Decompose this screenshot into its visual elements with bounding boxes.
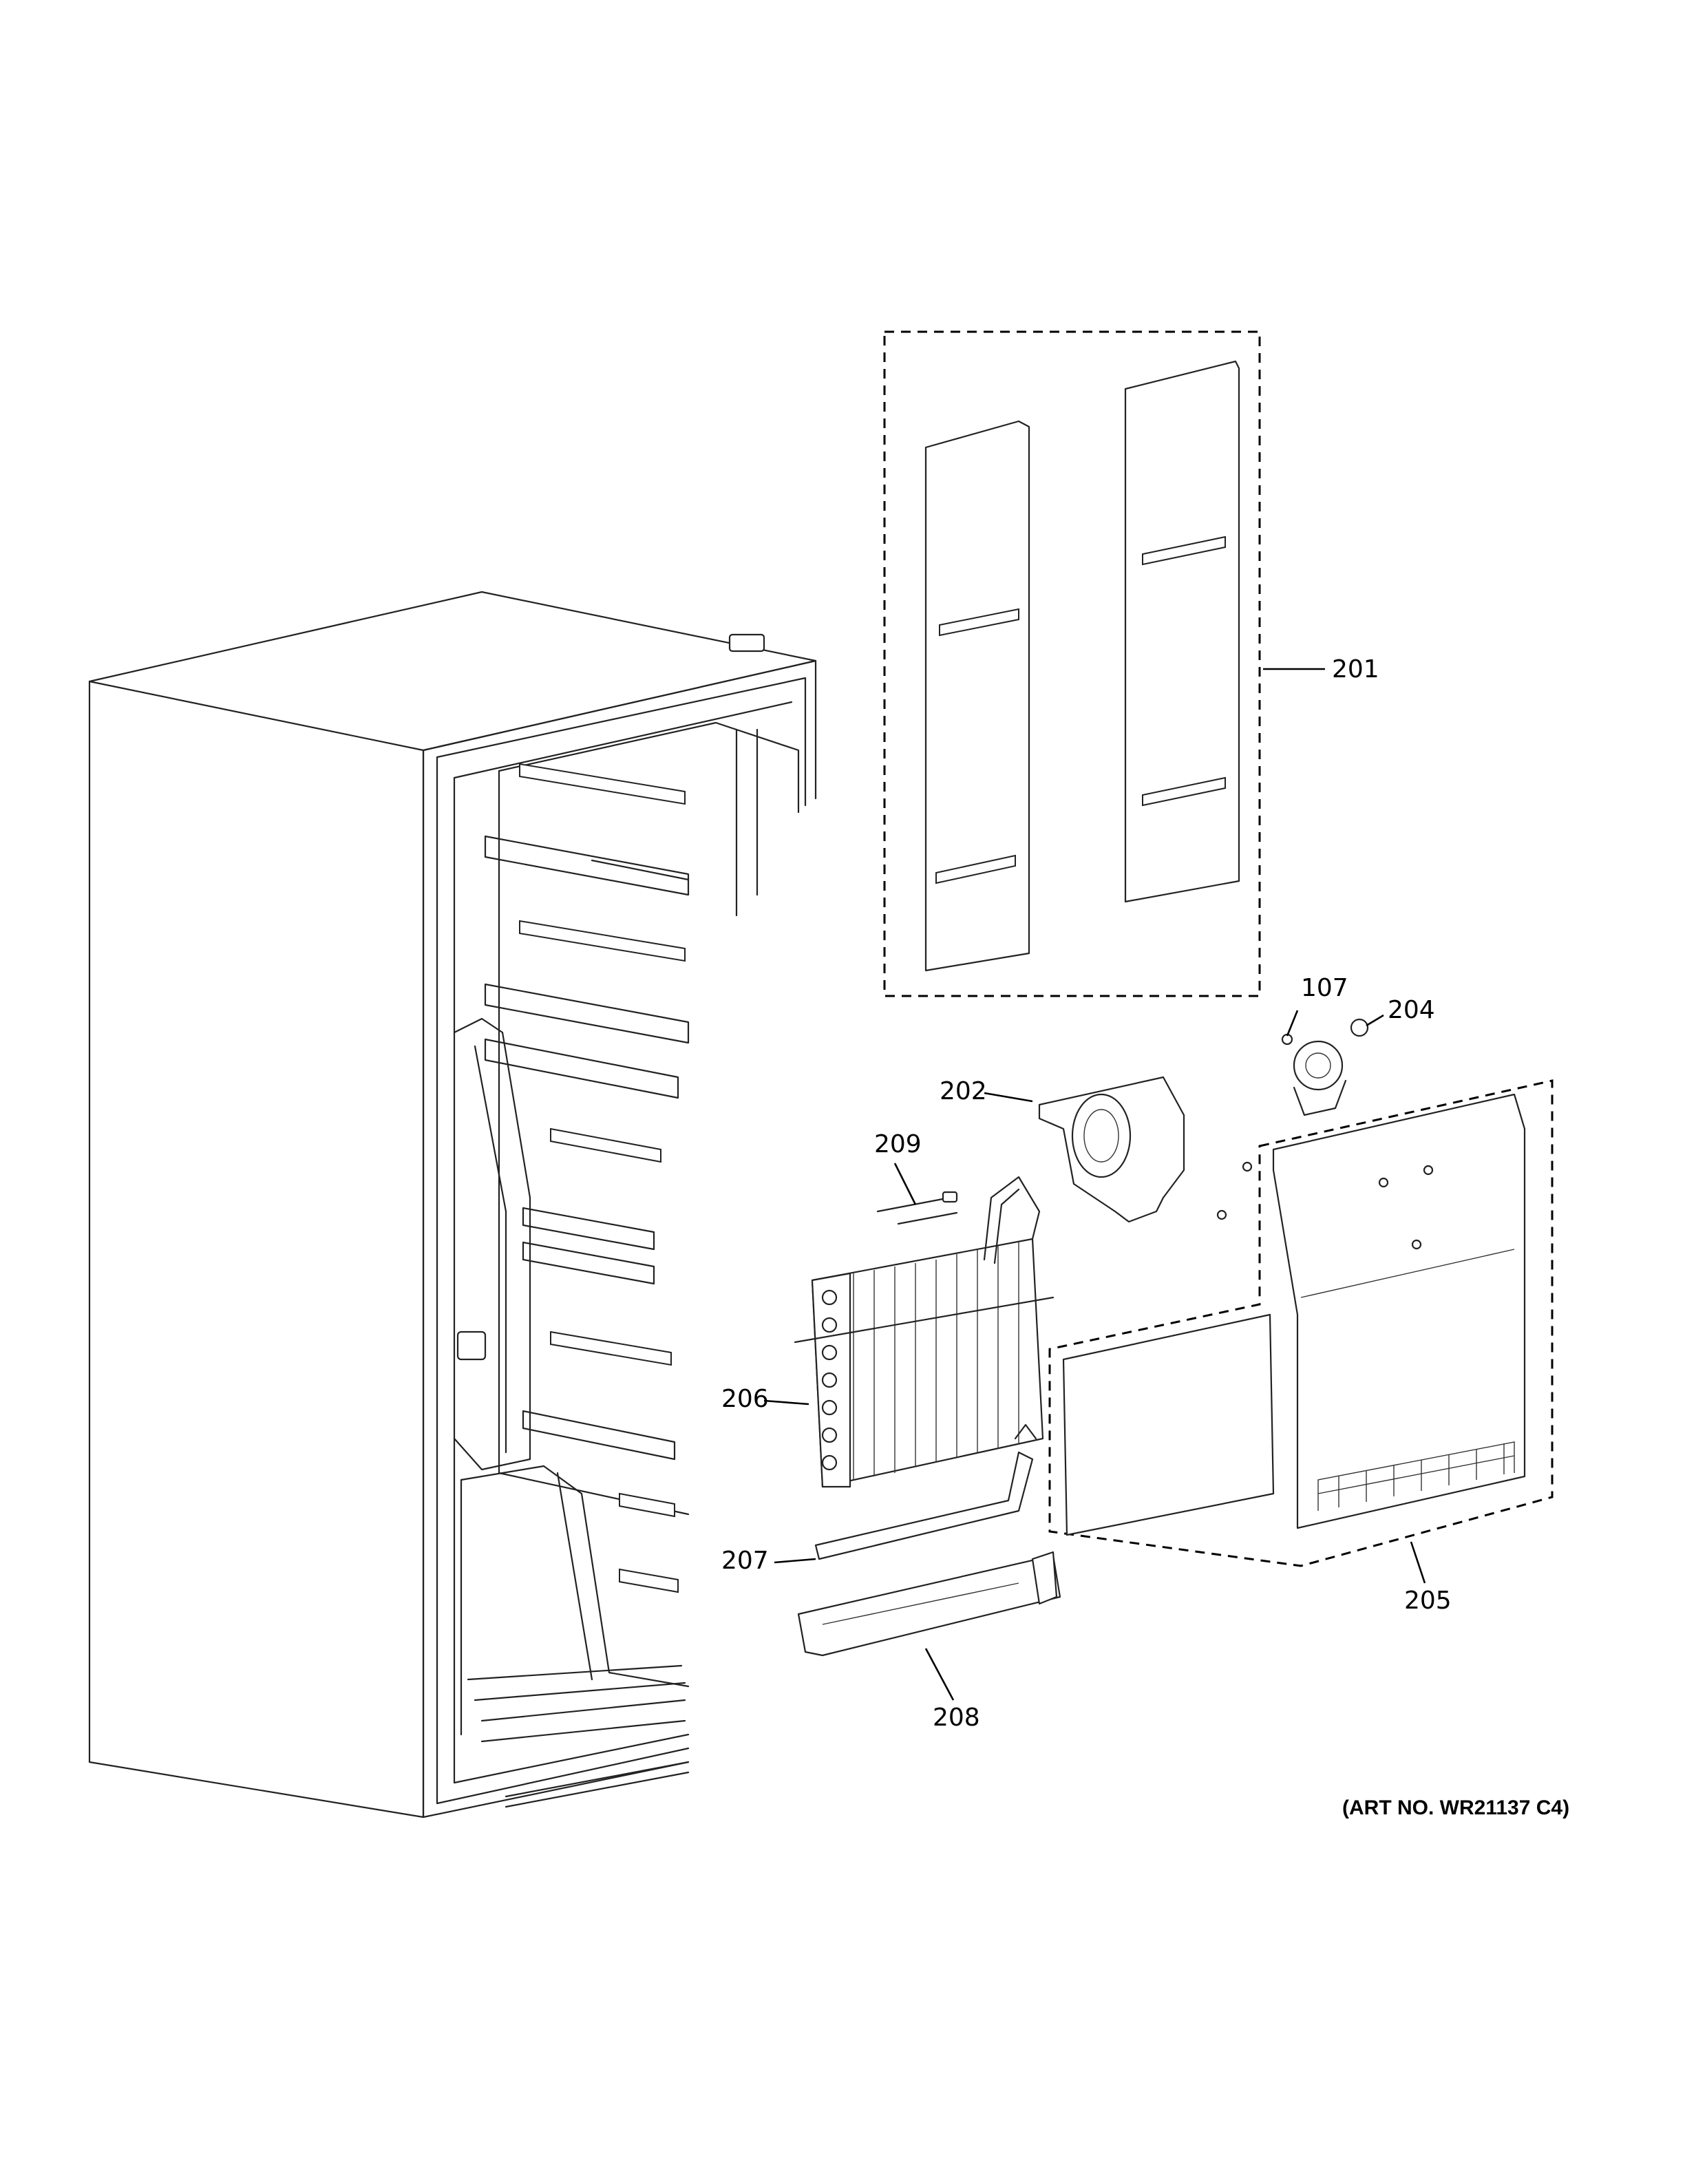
part-201-cover-panels: [883, 330, 1261, 997]
part-204-fan-motor: [1293, 1018, 1369, 1116]
leader-lines: [763, 668, 1426, 1701]
part-209-sensor: [876, 1191, 958, 1225]
vent-grille: [1317, 1441, 1515, 1511]
callout-208: 208: [933, 1704, 980, 1732]
part-205-rear-cover: [1048, 1079, 1554, 1567]
callout-209: 209: [874, 1130, 922, 1158]
art-number: (ART NO. WR21137 C4): [1342, 1796, 1570, 1819]
callout-207: 207: [721, 1547, 769, 1575]
shelf-ribs: [519, 763, 686, 1593]
callout-206: 206: [721, 1385, 769, 1413]
callout-205: 205: [1404, 1587, 1452, 1615]
shelf-supports: [484, 835, 690, 1461]
callout-202: 202: [940, 1077, 987, 1105]
callout-204: 204: [1388, 996, 1435, 1024]
callout-201: 201: [1332, 655, 1379, 683]
part-207-heater: [814, 1423, 1037, 1560]
evaporator-fins: [853, 1242, 1019, 1480]
callout-107: 107: [1301, 974, 1348, 1002]
floor-ribs: [467, 1664, 686, 1743]
part-208-drain-pan: [797, 1551, 1061, 1657]
refrigerator-cabinet: [88, 591, 817, 1819]
part-202-fan-shroud: [1038, 1076, 1185, 1223]
coil-returns: [821, 1289, 838, 1471]
part-206-evaporator: [794, 1176, 1055, 1488]
